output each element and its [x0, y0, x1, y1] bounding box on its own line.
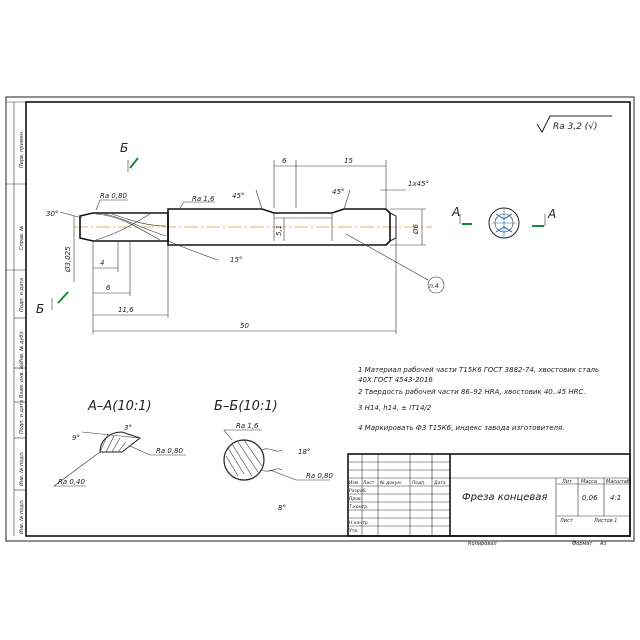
general-roughness-symbol: Ra 3,2 (√) [536, 115, 612, 134]
dim-116: 11,6 [118, 306, 134, 314]
section-marker-b-top: Б [120, 141, 139, 172]
side-stamp-2: Справ. № [19, 226, 25, 250]
side-stamp-8: Инв. № подл. [19, 500, 25, 535]
end-view: А А [451, 205, 556, 239]
tb-format: Формат [572, 541, 593, 547]
note-4: 4 Маркировать Ф3 Т15К6, индекс завода из… [358, 424, 564, 432]
bb-ra-080: Ra 0,80 [306, 472, 334, 480]
dim-6-bottom: 6 [106, 284, 111, 292]
bb-angle-8: 8° [278, 504, 286, 512]
bb-ra-16: Ra 1,6 [236, 422, 259, 430]
note-2: 2 Твердость рабочей части 86–92 HRA, хво… [358, 388, 586, 396]
tb-col-doc: № докум. [379, 480, 402, 486]
tb-row-razrab: Разраб. [349, 488, 367, 494]
side-stamp-3: Подп. и дата [19, 278, 25, 312]
tb-col-izm: Изм [349, 480, 359, 486]
dim-chamfer: 1x45° [408, 180, 429, 188]
note-3: 3 H14, h14, ± IT14/2 [358, 404, 432, 412]
general-roughness-text: Ra 3,2 (√) [553, 121, 598, 132]
section-letter-a-left: А [451, 205, 460, 219]
ra-16-shank: Ra 1,6 [192, 195, 215, 203]
tb-scale: 4:1 [610, 494, 621, 502]
dim-51: 5,1 [275, 225, 283, 236]
tb-sheet: Лист [559, 518, 574, 524]
tb-row-nkontr: Н.контр. [349, 520, 369, 526]
callout-p4: п.4 [429, 283, 439, 290]
note-1b: 40Х ГОСТ 4543-2016 [358, 376, 433, 384]
tb-row-utv: Утв. [349, 528, 358, 534]
dim-dia-tip: Ø3,025 [64, 246, 72, 273]
ra-080-tip: Ra 0,80 [100, 192, 128, 200]
tb-row-prov: Пров. [349, 496, 362, 502]
dim-6: 6 [282, 157, 287, 165]
aa-angle-9: 9° [72, 434, 80, 442]
tb-col-list: Лист [362, 480, 375, 486]
title-block: Изм Лист № докум. Подп. Дата Разраб. Про… [347, 453, 631, 547]
dimension-lines: 6 15 1x45° 45° 45° Ra 1,6 Ra 0,80 30° Ø3… [46, 157, 445, 334]
dim-15-deg: 15° [230, 256, 242, 264]
side-stamp-6: Подп. и дата [19, 400, 25, 434]
tb-lit: Лит [561, 479, 573, 485]
tb-copied: Копировал [468, 541, 497, 547]
tb-scale-label: Масштаб [606, 479, 630, 485]
section-marker-b-bottom: Б [36, 291, 69, 316]
dim-50: 50 [240, 322, 249, 330]
side-stamp-column: Перв. примен. Справ. № Подп. и дата Инв.… [6, 101, 26, 536]
side-stamp-5: Взам. инв. № [19, 364, 25, 398]
section-aa-title: А–А(10:1) [87, 399, 152, 414]
section-bb: Б–Б(10:1) Ra 1,6 Ra 0,80 18° 8° [214, 399, 334, 512]
dim-45-left: 45° [232, 192, 244, 200]
flute-lines [95, 213, 167, 241]
shank-outline [167, 208, 391, 246]
cutter-main-view [74, 208, 432, 246]
aa-angle-3: 3° [124, 424, 132, 432]
dim-15: 15 [344, 157, 353, 165]
sheet-outer-frame [5, 96, 635, 542]
dim-45-right: 45° [332, 188, 344, 196]
tb-format-value: А3 [599, 541, 607, 547]
tb-sheets: Листов 1 [593, 518, 617, 524]
dim-4: 4 [100, 259, 104, 267]
side-stamp-4: Инв. № дубл. [19, 330, 25, 364]
aa-ra-080: Ra 0,80 [156, 447, 184, 455]
bb-angle-18: 18° [298, 448, 310, 456]
section-letter-b: Б [120, 141, 128, 155]
tb-col-date: Дата [433, 480, 446, 486]
tb-part-name: Фреза концевая [462, 492, 547, 503]
note-1: 1 Материал рабочей части Т15К6 ГОСТ 3882… [358, 366, 599, 374]
section-bb-title: Б–Б(10:1) [214, 399, 278, 414]
section-letter-b-2: Б [36, 302, 44, 316]
tb-row-tkontr: Т.контр. [349, 504, 369, 510]
sheet-inner-frame [25, 101, 631, 537]
tb-mass-label: Масса [581, 479, 597, 485]
dim-dia6: Ø6 [412, 223, 420, 235]
tb-col-sign: Подп. [412, 480, 426, 486]
end-view-circle [488, 207, 520, 239]
aa-ra-040: Ra 0,40 [58, 478, 86, 486]
dim-30: 30° [46, 210, 58, 218]
tb-mass: 0,06 [582, 494, 598, 502]
side-stamp-1: Перв. примен. [19, 130, 25, 168]
section-letter-a-right: А [547, 207, 556, 221]
section-aa: А–А(10:1) 9° 3° Ra 0,80 Ra 0,40 [53, 399, 186, 487]
technical-notes: 1 Материал рабочей части Т15К6 ГОСТ 3882… [358, 366, 599, 432]
side-stamp-7: Инв. № подл. [19, 452, 25, 487]
